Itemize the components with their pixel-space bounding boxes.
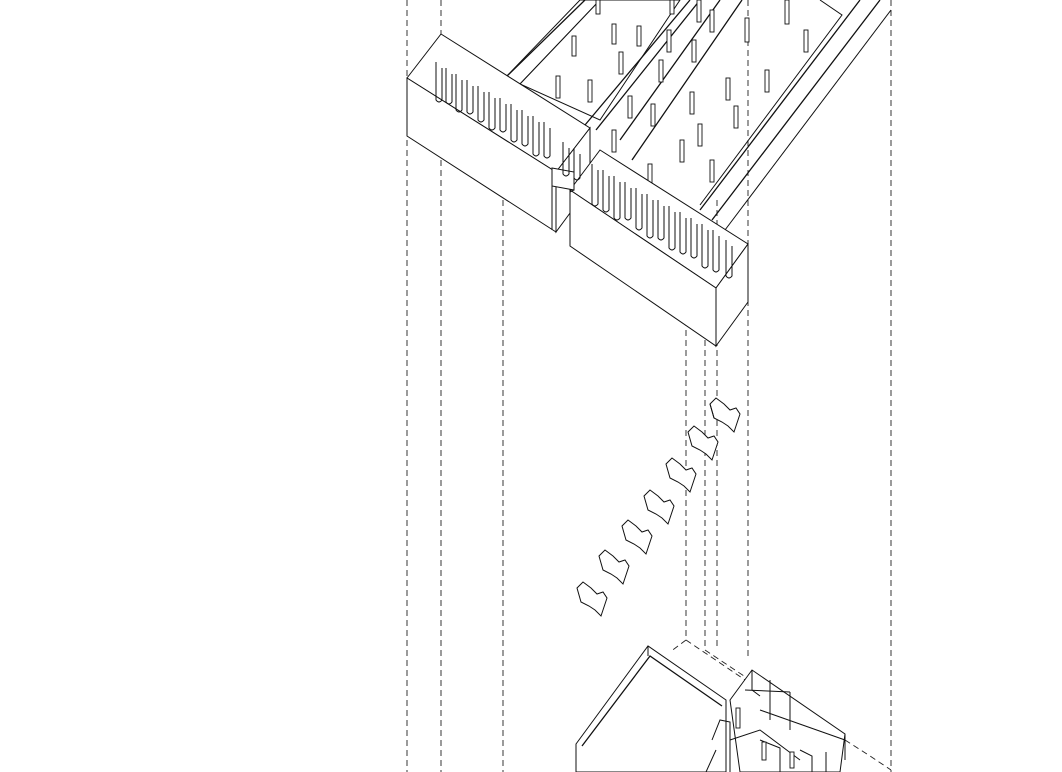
- ribbed-facade-left: [435, 62, 581, 181]
- connector-piece: [687, 425, 719, 461]
- connector-piece: [576, 581, 608, 617]
- ribbed-facade-right: [591, 164, 733, 279]
- connector-piece: [621, 519, 653, 555]
- connector-piece: [665, 457, 697, 493]
- window-slots: [555, 0, 809, 187]
- connector-pieces: [576, 397, 741, 617]
- upper-building: [406, 0, 892, 348]
- connector-piece: [643, 489, 675, 525]
- connector-piece: [709, 397, 741, 433]
- lower-building: [575, 645, 846, 772]
- projection-lines: [406, 0, 892, 772]
- connector-piece: [598, 549, 630, 585]
